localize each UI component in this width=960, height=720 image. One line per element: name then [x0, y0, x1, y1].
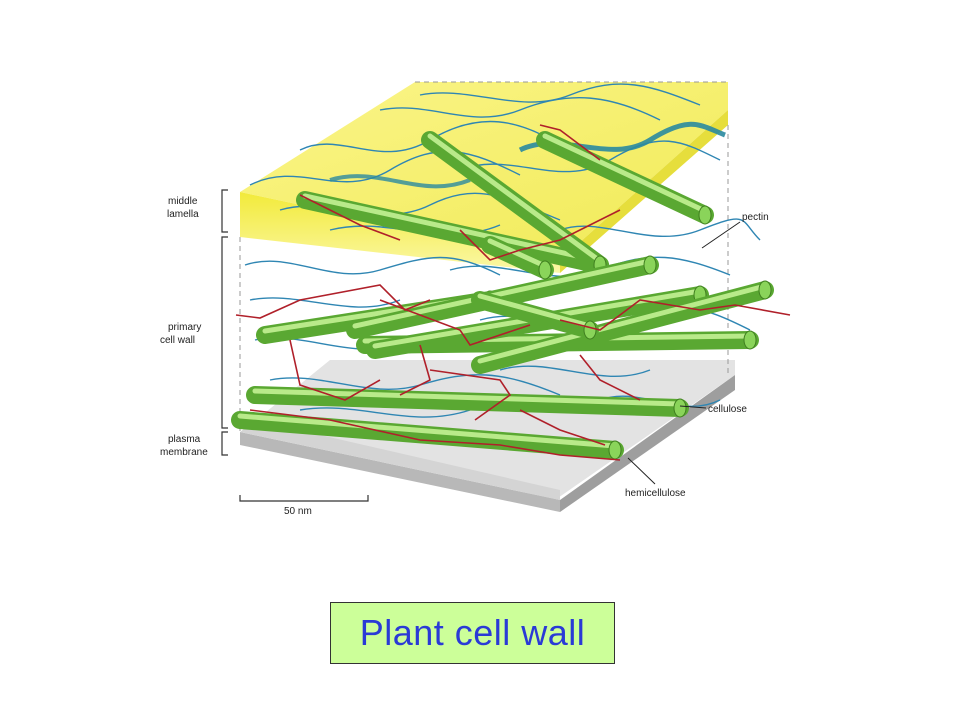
plant-cell-wall-diagram: middle lamella primary cell wall plasma … [160, 81, 791, 517]
scale-bar [239, 495, 369, 502]
cellulose-rod [296, 191, 609, 274]
cellulose-rod [481, 236, 554, 279]
caption-title: Plant cell wall [359, 612, 586, 653]
cellulose-rod-end [743, 330, 757, 350]
label-cellulose: cellulose [708, 404, 747, 415]
label-plasma-line2: membrane [160, 447, 208, 458]
cellulose-rod [421, 131, 609, 274]
caption-box: Plant cell wall [330, 602, 615, 664]
label-middle-line2: lamella [167, 209, 199, 220]
label-plasma-line1: plasma [168, 434, 201, 445]
cellulose-rod [246, 386, 689, 417]
cellulose-rod-end [758, 280, 772, 300]
bracket-plasma-membrane [221, 431, 228, 456]
cellulose-microfibrils [231, 131, 774, 460]
bracket-primary-cell-wall [221, 236, 228, 429]
label-scale-bar: 50 nm [284, 506, 312, 517]
cellulose-rod-end [673, 398, 687, 418]
label-pectin: pectin [742, 212, 769, 223]
pointer-pectin [701, 221, 741, 249]
pointer-cellulose [679, 405, 707, 409]
layer-labels: middle lamella primary cell wall plasma … [160, 189, 769, 517]
label-hemicellulose: hemicellulose [625, 488, 686, 499]
cellulose-rod-highlight [477, 283, 768, 364]
cellulose-rod-end [608, 440, 622, 460]
cellulose-rod [471, 291, 599, 339]
cellulose-rod-highlight [302, 193, 603, 264]
cellulose-rod-highlight [427, 133, 603, 264]
label-primary-line1: primary [168, 322, 201, 333]
cellulose-rod [471, 281, 774, 374]
cellulose-rod-end [583, 320, 597, 340]
cellulose-rod-end [538, 260, 552, 280]
cellulose-rod-end [698, 205, 712, 225]
cellulose-rod-end [643, 255, 657, 275]
cellulose-rod-highlight [237, 413, 618, 449]
cellulose-rod-highlight [542, 133, 708, 214]
cellulose-rod [536, 131, 714, 224]
hemicellulose-strands [235, 124, 791, 461]
cellulose-rod-highlight [477, 293, 593, 329]
cellulose-rod [231, 411, 624, 459]
cellulose-rod-highlight [352, 258, 653, 329]
pointer-hemicellulose [627, 457, 656, 485]
label-primary-line2: cell wall [160, 335, 195, 346]
bracket-middle-lamella [221, 189, 228, 233]
cellulose-rod-highlight [487, 238, 548, 269]
label-middle-line1: middle [168, 196, 198, 207]
